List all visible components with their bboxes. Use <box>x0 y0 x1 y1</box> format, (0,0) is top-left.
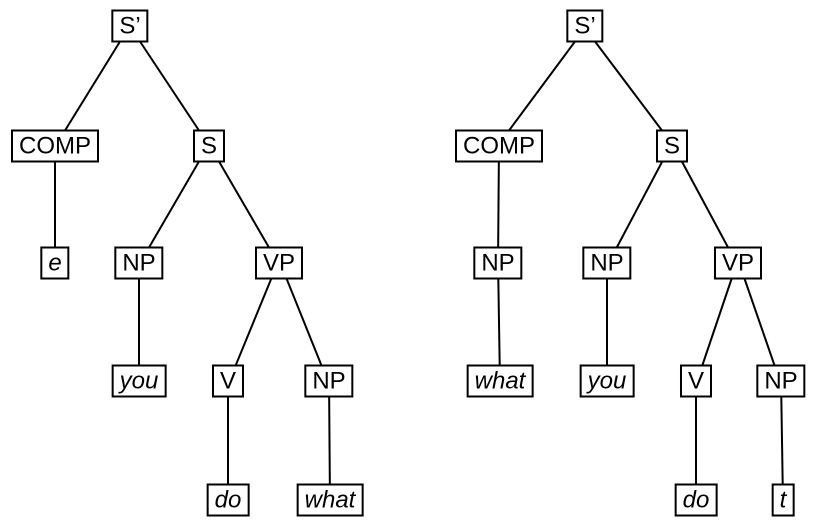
right-tree-node-np-subj: NP <box>582 246 632 280</box>
right-tree-node-do: do <box>674 483 718 517</box>
left-tree-node-comp: COMP <box>11 129 99 163</box>
right-tree-node-vp: VP <box>713 246 763 280</box>
right-tree-edge-vp-v <box>701 278 733 366</box>
left-tree-node-what: what <box>296 483 364 517</box>
left-tree-node-e: e <box>40 246 70 280</box>
left-tree-node-you: you <box>111 364 167 398</box>
left-tree-edge-s-bar-comp <box>64 40 121 132</box>
right-tree-edge-s-np-subj <box>615 161 664 248</box>
right-tree-node-np-comp: NP <box>473 246 523 280</box>
right-tree-edge-comp-np-comp <box>497 161 500 248</box>
left-tree-node-s-bar: S’ <box>111 9 149 43</box>
right-tree-node-t: t <box>771 483 795 517</box>
left-tree-node-vp: VP <box>254 246 304 280</box>
left-tree-edge-s-np-subj <box>148 160 200 249</box>
left-tree-node-v: V <box>211 364 245 398</box>
right-tree-node-comp: COMP <box>455 129 543 163</box>
right-tree-edge-np-comp-what <box>497 278 501 366</box>
right-tree-edge-s-vp <box>681 161 729 248</box>
left-tree-node-s: S <box>192 129 226 163</box>
left-tree-edge-vp-v <box>234 278 273 366</box>
right-tree-edge-s-bar-comp <box>508 40 576 132</box>
right-tree-edge-vp-np-obj <box>743 278 776 366</box>
right-tree-edge-np-obj-t <box>780 396 784 485</box>
left-tree-node-np-obj: NP <box>304 364 354 398</box>
left-tree-edge-s-bar-s <box>139 40 200 132</box>
left-tree-edge-np-obj-what <box>328 396 331 485</box>
right-tree-node-s-bar: S’ <box>566 9 604 43</box>
left-tree-edge-s-vp <box>218 160 270 249</box>
right-tree-node-v: V <box>679 364 713 398</box>
right-tree-node-np-obj: NP <box>756 364 806 398</box>
right-tree-node-s: S <box>655 129 689 163</box>
left-tree-node-np-subj: NP <box>114 246 164 280</box>
left-tree-node-do: do <box>206 483 250 517</box>
right-tree-edge-s-bar-s <box>594 40 663 132</box>
left-tree-edge-vp-np-obj <box>285 278 323 366</box>
right-tree-node-what: what <box>466 364 534 398</box>
right-tree-node-you: you <box>579 364 635 398</box>
